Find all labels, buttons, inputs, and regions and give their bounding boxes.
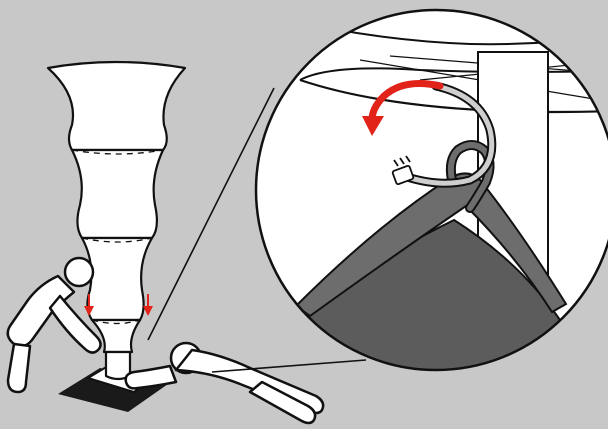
lying-person xyxy=(124,341,325,425)
kneeling-person-arm xyxy=(48,294,102,354)
seam-2 xyxy=(81,237,153,243)
seam-3 xyxy=(91,319,141,325)
lying-person-arm xyxy=(124,364,178,390)
stand-seams xyxy=(71,149,164,325)
press-arrows xyxy=(84,294,153,316)
hanger-body xyxy=(294,172,568,318)
zoom-line-top xyxy=(147,87,275,341)
kneeling-person-head xyxy=(63,256,95,288)
shelf-top xyxy=(256,10,608,46)
magnified-detail xyxy=(254,8,608,372)
kneeling-person xyxy=(6,256,102,394)
zoom-line-bottom xyxy=(211,359,367,373)
down-arrow-right xyxy=(143,294,153,316)
hook-tip xyxy=(391,155,415,185)
stand-section-2 xyxy=(70,148,165,240)
curved-rotate-arrow xyxy=(362,80,444,136)
stand-section-bottom xyxy=(90,318,142,354)
detail-circle-border xyxy=(254,8,608,372)
stand-section-top xyxy=(46,60,187,152)
kneeling-person-leg xyxy=(6,342,32,394)
lying-person-leg xyxy=(248,380,317,425)
shelf-rim xyxy=(299,78,608,114)
seam-1 xyxy=(71,149,164,155)
down-arrow-left xyxy=(84,294,94,316)
zoom-callout-lines xyxy=(147,87,367,373)
